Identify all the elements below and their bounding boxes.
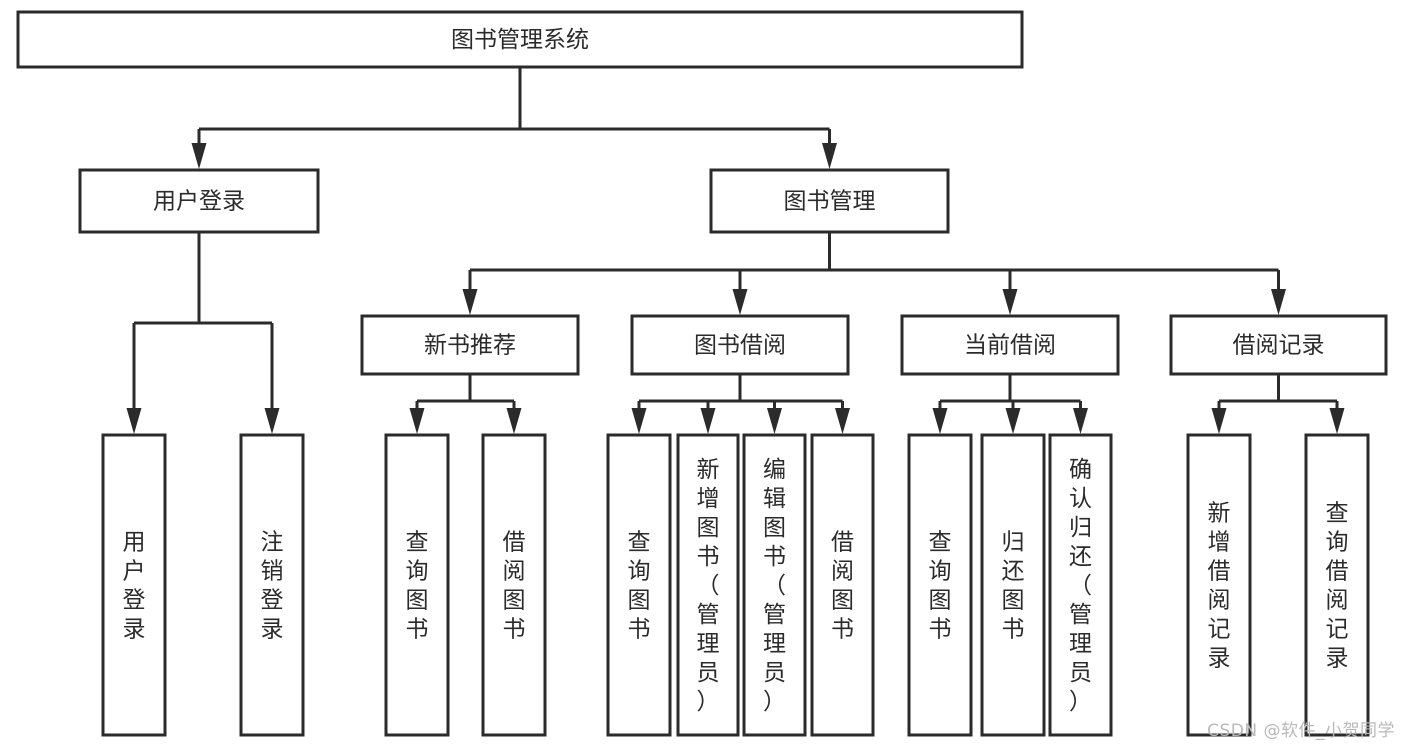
node-leaf-query-book-b[interactable]: 查询图书 (606, 433, 672, 737)
node-label: 确认归还（管理员） (1069, 457, 1092, 715)
node-leaf-borrow-book-a[interactable]: 借阅图书 (481, 433, 547, 737)
node-root[interactable]: 图书管理系统 (16, 10, 1024, 69)
node-label: 图书管理系统 (451, 27, 589, 53)
node-box (1304, 433, 1370, 737)
node-label: 归还图书 (1002, 530, 1025, 643)
node-label: 当前借阅 (964, 333, 1056, 359)
node-leaf-add-book[interactable]: 新增图书（管理员） (676, 433, 740, 737)
node-new-book-rec[interactable]: 新书推荐 (360, 314, 580, 376)
node-leaf-logout[interactable]: 注销登录 (239, 433, 305, 737)
node-label: 查询借阅记录 (1326, 501, 1349, 672)
node-box (980, 433, 1046, 737)
node-label: 查询图书 (406, 530, 429, 643)
node-label: 用户登录 (123, 530, 146, 643)
node-leaf-user-login[interactable]: 用户登录 (101, 433, 167, 737)
node-label: 图书借阅 (694, 333, 786, 359)
node-label: 查询图书 (628, 530, 651, 643)
node-leaf-edit-book[interactable]: 编辑图书（管理员） (742, 433, 807, 737)
node-user-login[interactable]: 用户登录 (78, 168, 320, 234)
node-box (16, 10, 1024, 69)
node-leaf-borrow-book-b[interactable]: 借阅图书 (810, 433, 875, 737)
node-box (384, 433, 450, 737)
node-book-borrow[interactable]: 图书借阅 (630, 314, 850, 376)
node-label: 借阅记录 (1233, 333, 1325, 359)
node-label: 图书管理 (784, 189, 876, 215)
node-label: 用户登录 (153, 189, 245, 215)
node-current-borrow[interactable]: 当前借阅 (900, 314, 1120, 376)
node-label: 借阅图书 (503, 530, 526, 643)
node-leaf-query-book-a[interactable]: 查询图书 (384, 433, 450, 737)
node-label: 借阅图书 (831, 530, 854, 643)
node-label: 新增借阅记录 (1208, 501, 1231, 672)
node-leaf-query-book-c[interactable]: 查询图书 (907, 433, 973, 737)
node-box (709, 168, 950, 234)
node-box (360, 314, 580, 376)
node-box (907, 433, 973, 737)
node-box (1169, 314, 1388, 376)
node-box (1186, 433, 1252, 737)
node-label: 新书推荐 (424, 333, 516, 359)
edge-layer (126, 67, 1345, 434)
node-box (630, 314, 850, 376)
node-borrow-record[interactable]: 借阅记录 (1169, 314, 1388, 376)
node-label: 查询图书 (929, 530, 952, 643)
node-leaf-confirm-return[interactable]: 确认归还（管理员） (1048, 433, 1113, 737)
node-label: 注销登录 (261, 530, 284, 643)
node-box (78, 168, 320, 234)
node-box (1048, 433, 1113, 737)
node-leaf-add-record[interactable]: 新增借阅记录 (1186, 433, 1252, 737)
node-layer: 图书管理系统用户登录图书管理新书推荐图书借阅当前借阅借阅记录用户登录注销登录查询… (16, 10, 1388, 737)
node-book-manage[interactable]: 图书管理 (709, 168, 950, 234)
node-box (742, 433, 807, 737)
node-box (810, 433, 875, 737)
node-box (676, 433, 740, 737)
node-leaf-return-book[interactable]: 归还图书 (980, 433, 1046, 737)
node-box (481, 433, 547, 737)
node-box (239, 433, 305, 737)
node-leaf-query-record[interactable]: 查询借阅记录 (1304, 433, 1370, 737)
node-label: 编辑图书（管理员） (763, 457, 786, 715)
node-box (606, 433, 672, 737)
node-box (900, 314, 1120, 376)
node-label: 新增图书（管理员） (697, 457, 720, 715)
node-box (101, 433, 167, 737)
